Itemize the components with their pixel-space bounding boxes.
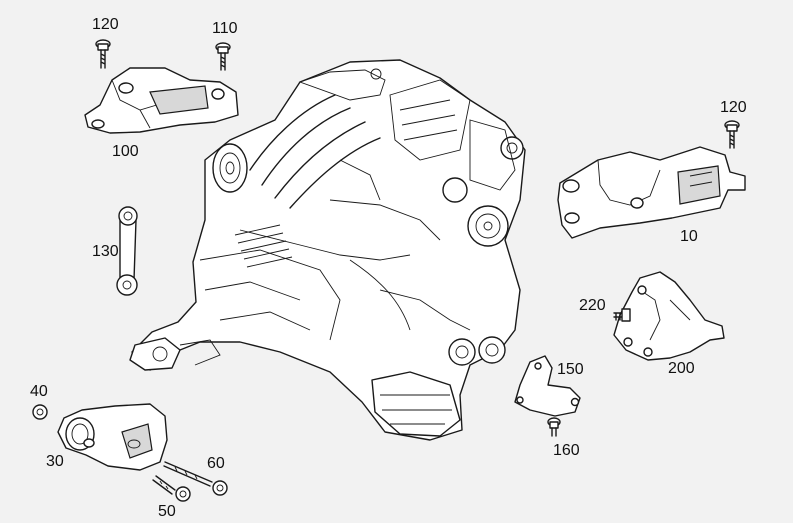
label-130: 130	[92, 243, 119, 260]
part-150-bracket[interactable]	[514, 355, 581, 417]
label-120-right: 120	[720, 99, 747, 116]
part-120-bolt-top[interactable]	[95, 39, 111, 69]
label-110: 110	[212, 20, 238, 37]
part-40-nut[interactable]	[32, 404, 48, 420]
part-120-bolt-right[interactable]	[724, 120, 740, 149]
label-40: 40	[30, 383, 48, 400]
label-150: 150	[557, 361, 584, 378]
label-120-top: 120	[92, 16, 119, 33]
part-110-bolt[interactable]	[215, 42, 231, 71]
part-220-bolt[interactable]	[613, 308, 631, 322]
label-200: 200	[668, 360, 695, 377]
part-160-bolt[interactable]	[547, 417, 561, 437]
label-60: 60	[207, 455, 225, 472]
part-100-upper-left-mount[interactable]	[84, 67, 239, 134]
part-200-bracket[interactable]	[613, 271, 725, 361]
part-130-torque-link[interactable]	[116, 206, 138, 296]
label-50: 50	[158, 503, 176, 520]
engine-assembly[interactable]	[129, 59, 526, 441]
label-100: 100	[112, 143, 139, 160]
label-30: 30	[46, 453, 64, 470]
part-10-right-mount[interactable]	[557, 146, 746, 239]
part-50-bolt[interactable]	[152, 475, 191, 502]
label-160: 160	[553, 442, 580, 459]
part-60-bolt[interactable]	[163, 461, 228, 496]
label-10: 10	[680, 228, 698, 245]
label-220: 220	[579, 297, 606, 314]
part-30-lower-mount[interactable]	[57, 403, 168, 471]
